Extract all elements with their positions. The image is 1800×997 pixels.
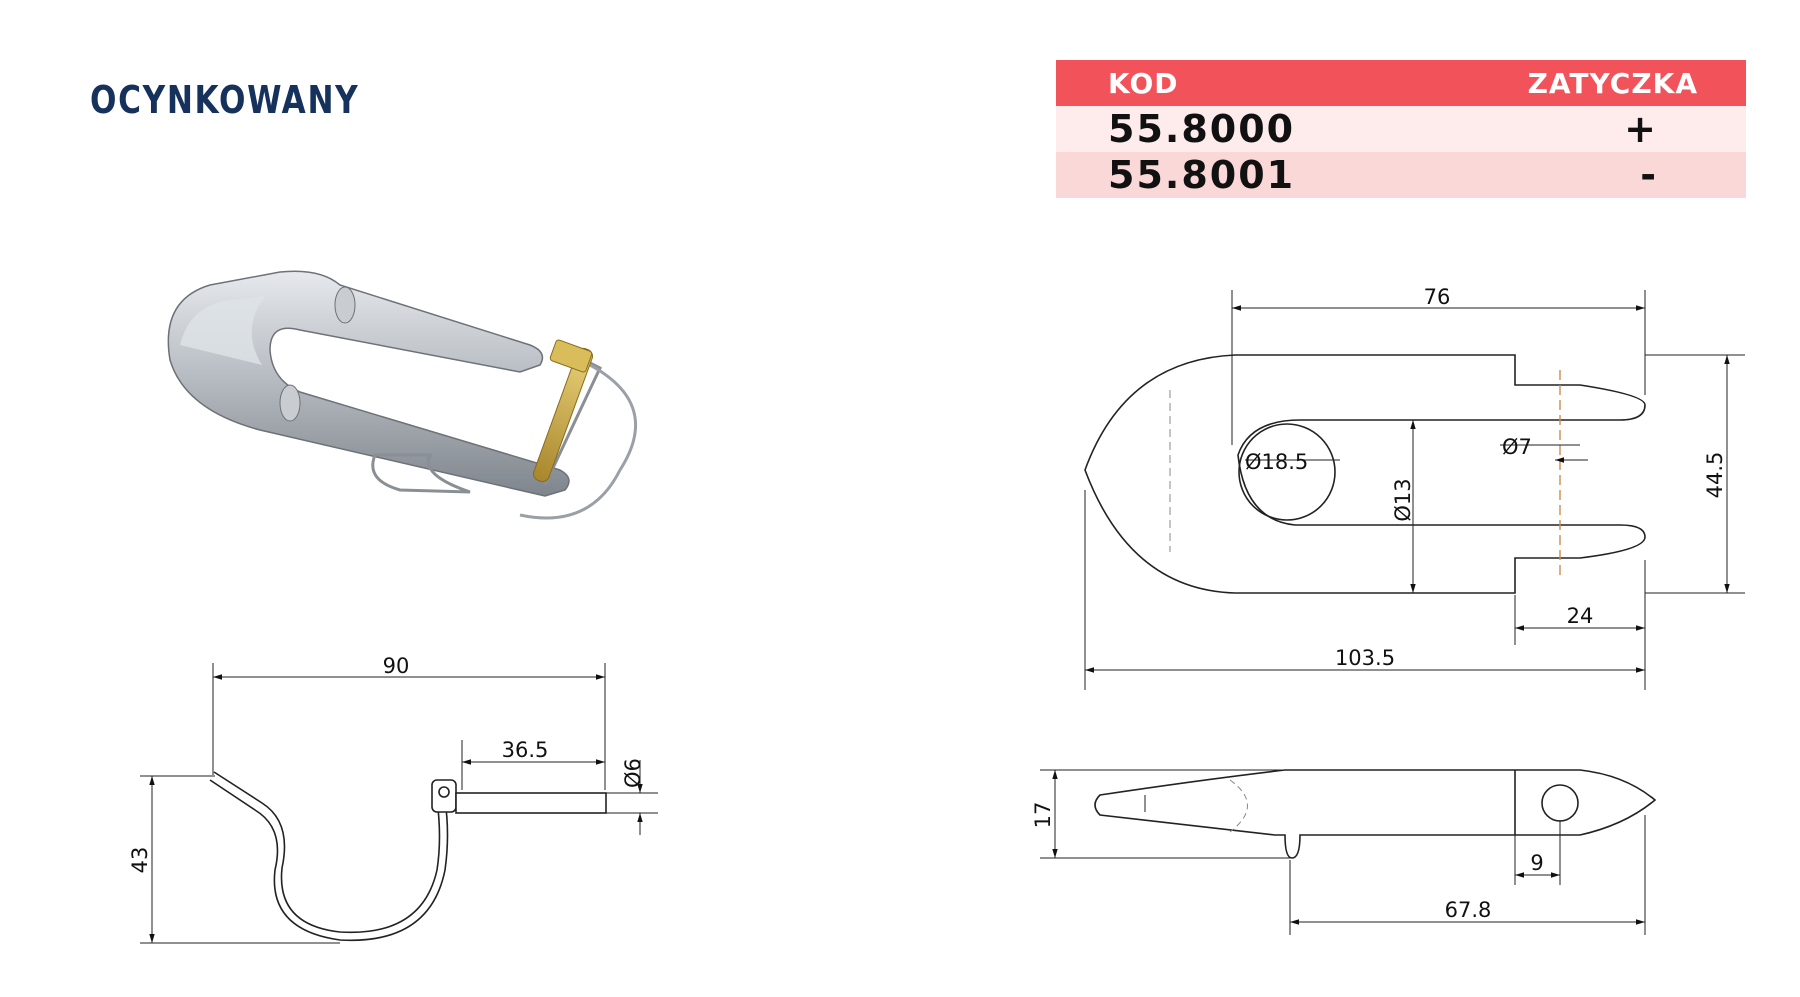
product-code-table: KOD ZATYCZKA 55.8000 + 55.8001 - [1056,60,1746,198]
clip-plan-drawing [1084,290,1745,690]
dim-clip-76: 76 [1424,285,1451,309]
dim-side-17: 17 [1031,802,1055,829]
row-code: 55.8001 [1108,153,1296,197]
dim-pin-width: 90 [383,654,410,678]
table-header: KOD ZATYCZKA [1056,60,1746,106]
product-finish-title: OCYNKOWANY [90,78,360,122]
dim-clip-44-5: 44.5 [1703,452,1727,499]
dim-clip-7: Ø7 [1502,435,1532,459]
table-row: 55.8000 + [1056,106,1746,152]
dim-side-9: 9 [1530,851,1543,875]
dim-clip-24: 24 [1567,604,1594,628]
row-pin: - [1640,153,1658,197]
dim-clip-103-5: 103.5 [1335,646,1395,670]
dim-pin-diameter: Ø6 [621,758,645,788]
dim-side-67-8: 67.8 [1445,898,1492,922]
row-code: 55.8000 [1108,107,1296,151]
header-code: KOD [1108,66,1179,100]
clip-side-drawing [1040,769,1657,935]
pin-drawing [140,663,658,944]
row-pin: + [1624,107,1658,151]
dim-pin-length: 36.5 [502,738,549,762]
dim-clip-hole: Ø18.5 [1245,450,1308,474]
dim-pin-height: 43 [128,847,152,874]
dim-clip-13: Ø13 [1391,478,1415,521]
header-pin: ZATYCZKA [1527,66,1698,100]
product-render [167,270,637,520]
table-row: 55.8001 - [1056,152,1746,198]
